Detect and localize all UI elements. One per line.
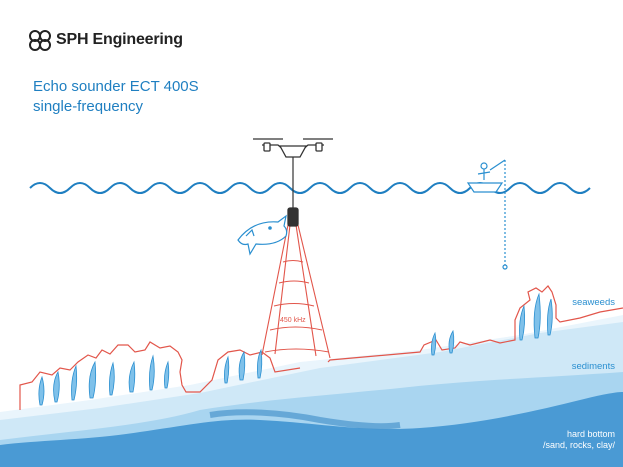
- title-line-1: Echo sounder ECT 400S: [33, 78, 199, 95]
- hard-bottom-layer: [0, 392, 623, 467]
- seaweeds-label: seaweeds: [572, 297, 615, 308]
- water-surface-wave: [29, 182, 591, 194]
- beam-frequency-label: 450 kHz: [280, 317, 306, 324]
- diagram-title: Echo sounder ECT 400S single-frequency: [33, 77, 199, 117]
- sonar-beam: [261, 224, 331, 359]
- seaweed-icon: [38, 292, 553, 406]
- hard-bottom-label-line-2: /sand, rocks, clay/: [542, 440, 615, 450]
- seaweed-outline-right: [327, 285, 623, 363]
- hard-bottom-label-line-1: hard bottom: [566, 429, 615, 439]
- sph-logo-icon: [29, 30, 51, 51]
- shark-icon: [237, 214, 288, 256]
- drone-icon: [253, 138, 333, 227]
- boat-icon: [466, 159, 508, 270]
- hard-bottom-label: hard bottom /sand, rocks, clay/: [500, 429, 615, 451]
- hard-bottom-ridge: [209, 409, 401, 430]
- title-line-2: single-frequency: [33, 98, 144, 115]
- brand-name: SPH Engineering: [56, 31, 183, 48]
- seaweed-outline-left: [19, 341, 301, 410]
- sediments-label: sediments: [571, 361, 615, 372]
